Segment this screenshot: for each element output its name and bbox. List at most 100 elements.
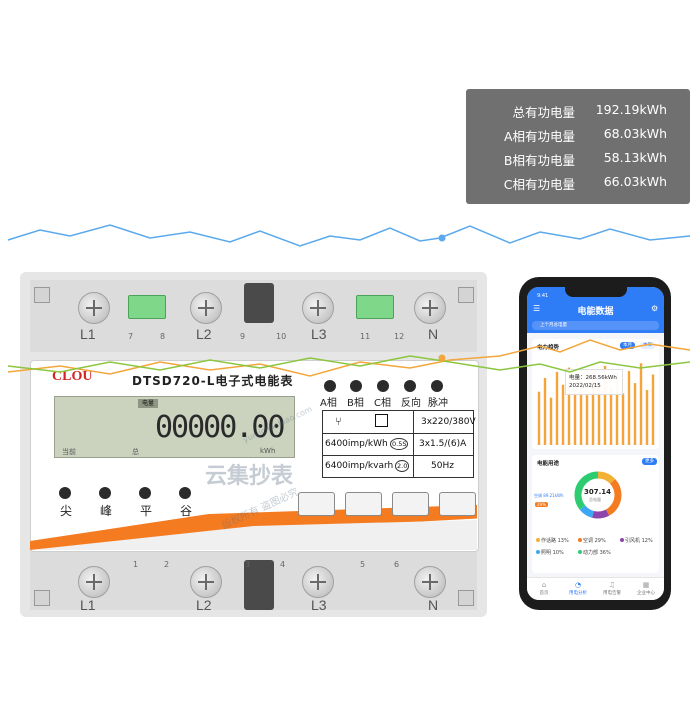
tariff-label: 谷 bbox=[180, 504, 193, 518]
analysis-icon[interactable]: ◔ bbox=[574, 581, 582, 589]
chart-bar bbox=[579, 376, 583, 445]
indicator-label: 脉冲 bbox=[428, 398, 448, 409]
meter-key-1[interactable] bbox=[298, 492, 335, 516]
chart-bar bbox=[603, 365, 607, 445]
tariff-indicator bbox=[179, 487, 191, 499]
lcd-display bbox=[54, 396, 295, 458]
indicator-led bbox=[431, 380, 443, 392]
chart-bar bbox=[585, 395, 589, 445]
chart-bar bbox=[621, 393, 625, 445]
terminal-screw bbox=[78, 566, 110, 598]
green-terminal-block bbox=[128, 295, 166, 319]
chart-bar bbox=[627, 371, 631, 445]
info-label: B相有功电量 bbox=[503, 153, 575, 168]
indicator-label: C相 bbox=[374, 398, 391, 409]
chart-bar bbox=[555, 371, 559, 445]
indicator-led bbox=[350, 380, 362, 392]
pill-month[interactable]: 本月 bbox=[620, 342, 635, 349]
terminal-label-l1: L1 bbox=[80, 326, 96, 342]
terminal-label-l1: L1 bbox=[80, 597, 96, 613]
tariff-label: 峰 bbox=[100, 504, 113, 518]
settings-icon[interactable]: ⚙ bbox=[651, 304, 659, 313]
chart-bar bbox=[609, 386, 613, 445]
search-placeholder: 上个月总电量 bbox=[540, 323, 567, 328]
terminal-label-l3: L3 bbox=[311, 597, 327, 613]
chart-bar bbox=[639, 363, 643, 445]
meter-model: DTSD720-L电子式电能表 bbox=[132, 374, 294, 388]
lcd-reading: 00000.00 bbox=[155, 410, 285, 445]
spec-const1: 6400imp/kWh bbox=[325, 439, 388, 449]
terminal-number: 3 bbox=[245, 560, 251, 569]
search-input[interactable]: 上个月总电量 bbox=[532, 321, 659, 330]
pill-more[interactable]: 更多 bbox=[642, 458, 657, 465]
info-label: C相有功电量 bbox=[503, 177, 575, 192]
bell-icon[interactable]: ♫ bbox=[608, 581, 616, 589]
terminal-number: 5 bbox=[360, 560, 366, 569]
tab-enterprise[interactable]: 企业中心 bbox=[637, 591, 655, 596]
indicator-led bbox=[377, 380, 389, 392]
home-icon[interactable]: ⌂ bbox=[541, 581, 547, 589]
corner-mount bbox=[34, 590, 50, 606]
info-row-phase-c: C相有功电量 66.03kWh bbox=[466, 172, 690, 192]
chart-bar bbox=[645, 389, 649, 445]
terminal-screw bbox=[302, 566, 334, 598]
meter-key-3[interactable] bbox=[392, 492, 429, 516]
chart-bar bbox=[543, 377, 547, 445]
donut-slice bbox=[574, 471, 622, 519]
terminal-screw bbox=[190, 566, 222, 598]
terminal-number: 1 bbox=[133, 560, 139, 569]
chart-bar bbox=[549, 397, 553, 445]
menu-icon[interactable]: ☰ bbox=[533, 304, 541, 313]
chart-bar bbox=[597, 381, 601, 445]
spec-table: ⑂ 3x220/380V 6400imp/kWh 0.5S 3x1.5/(6)A… bbox=[322, 410, 476, 478]
building-icon[interactable]: ▦ bbox=[642, 581, 650, 589]
meter-key-2[interactable] bbox=[345, 492, 382, 516]
terminal-screw bbox=[414, 566, 446, 598]
donut-slice bbox=[574, 471, 622, 519]
lcd-sub-label: 总 bbox=[132, 448, 139, 456]
tariff-indicator bbox=[59, 487, 71, 499]
spec-class2: 2.0 bbox=[395, 460, 410, 472]
donut-badge: 29% bbox=[535, 502, 548, 507]
terminal-number: 8 bbox=[160, 332, 166, 341]
terminal-number: 6 bbox=[394, 560, 400, 569]
legend-item: 空调 29% bbox=[578, 537, 606, 544]
chart-bar bbox=[633, 383, 637, 445]
usage-donut-chart bbox=[574, 471, 622, 519]
chart-bar bbox=[591, 369, 595, 445]
chart-bar bbox=[567, 367, 571, 445]
spec-current: 3x1.5/(6)A bbox=[419, 439, 467, 449]
corner-mount bbox=[458, 590, 474, 606]
chart-bar bbox=[615, 372, 619, 445]
tariff-label: 尖 bbox=[60, 504, 73, 518]
tab-alarm[interactable]: 用电告警 bbox=[603, 591, 621, 596]
terminal-screw bbox=[302, 292, 334, 324]
terminal-label-l3: L3 bbox=[311, 326, 327, 342]
corner-mount bbox=[34, 287, 50, 303]
legend-item: 动力部 36% bbox=[578, 549, 611, 556]
tariff-indicator bbox=[139, 487, 151, 499]
tab-home[interactable]: 首页 bbox=[539, 591, 549, 596]
blue-wave bbox=[7, 224, 691, 247]
tariff-indicator bbox=[99, 487, 111, 499]
pill-year[interactable]: 本年 bbox=[640, 342, 655, 349]
donut-unit: 总电量 bbox=[589, 497, 601, 502]
meter-key-4[interactable] bbox=[439, 492, 476, 516]
terminal-number: 4 bbox=[280, 560, 286, 569]
spec-class1: 0.5S bbox=[390, 438, 409, 450]
info-value: 68.03kWh bbox=[603, 126, 667, 141]
tooltip-date: 2022/02/15 bbox=[569, 383, 601, 389]
lcd-sub-label: 当前 bbox=[62, 448, 76, 456]
chart-bar bbox=[573, 388, 577, 445]
card-title: 电能用途 bbox=[537, 461, 560, 467]
center-connector bbox=[244, 283, 274, 323]
indicator-led bbox=[324, 380, 336, 392]
green-terminal-block bbox=[356, 295, 394, 319]
donut-side-label: 空调 89.21kWh bbox=[534, 493, 564, 498]
watermark-text: 云集抄表 bbox=[205, 464, 294, 489]
info-row-phase-b: B相有功电量 58.13kWh bbox=[466, 148, 690, 168]
corner-mount bbox=[458, 287, 474, 303]
terminal-label-n: N bbox=[428, 326, 439, 342]
tab-analysis[interactable]: 用电分析 bbox=[569, 591, 587, 596]
info-value: 66.03kWh bbox=[603, 174, 667, 189]
